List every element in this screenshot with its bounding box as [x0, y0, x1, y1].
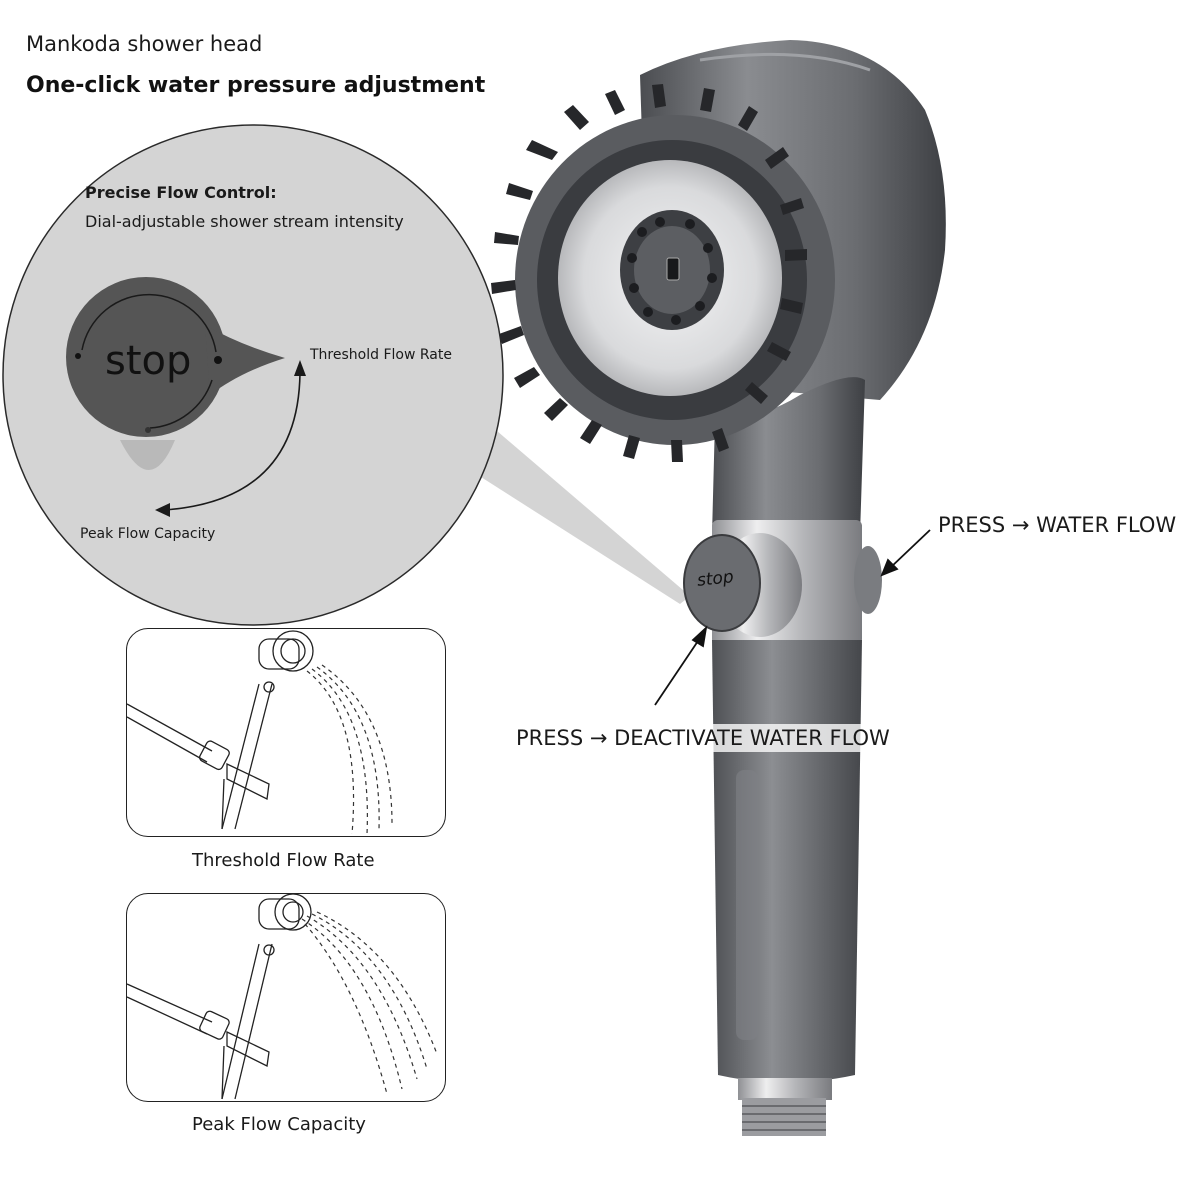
threshold-flow-label: Threshold Flow Rate: [310, 347, 452, 363]
peak-flow-panel: [126, 893, 446, 1102]
threshold-flow-panel: [126, 628, 446, 837]
water-drop-icon: [120, 440, 175, 470]
rotation-arrow-icon: [164, 369, 301, 511]
peak-flow-label: Peak Flow Capacity: [80, 526, 216, 542]
dial-stop-text: stop: [105, 338, 192, 384]
shower-sketch-peak: [127, 894, 438, 1100]
callout-title: Precise Flow Control:: [85, 183, 277, 202]
arrow-pointer-icon: [654, 529, 931, 706]
zoom-circle: [2, 124, 504, 626]
threshold-caption: Threshold Flow Rate: [192, 850, 375, 871]
rotation-arrow-icon: [81, 293, 217, 353]
dial: [66, 277, 285, 470]
handle: [683, 520, 882, 1136]
press-water-flow-note: PRESS → WATER FLOW: [938, 513, 1177, 537]
headline: One-click water pressure adjustment: [26, 73, 486, 98]
callout-description: Dial-adjustable shower stream intensity: [85, 212, 404, 231]
shower-sketch-threshold: [127, 630, 393, 835]
shower-head: [491, 40, 946, 535]
stop-button[interactable]: stop: [696, 567, 735, 591]
brand-title: Mankoda shower head: [26, 32, 263, 56]
press-deactivate-note: PRESS → DEACTIVATE WATER FLOW: [510, 724, 896, 752]
peak-caption: Peak Flow Capacity: [192, 1114, 366, 1135]
zoom-cone: [470, 425, 690, 604]
